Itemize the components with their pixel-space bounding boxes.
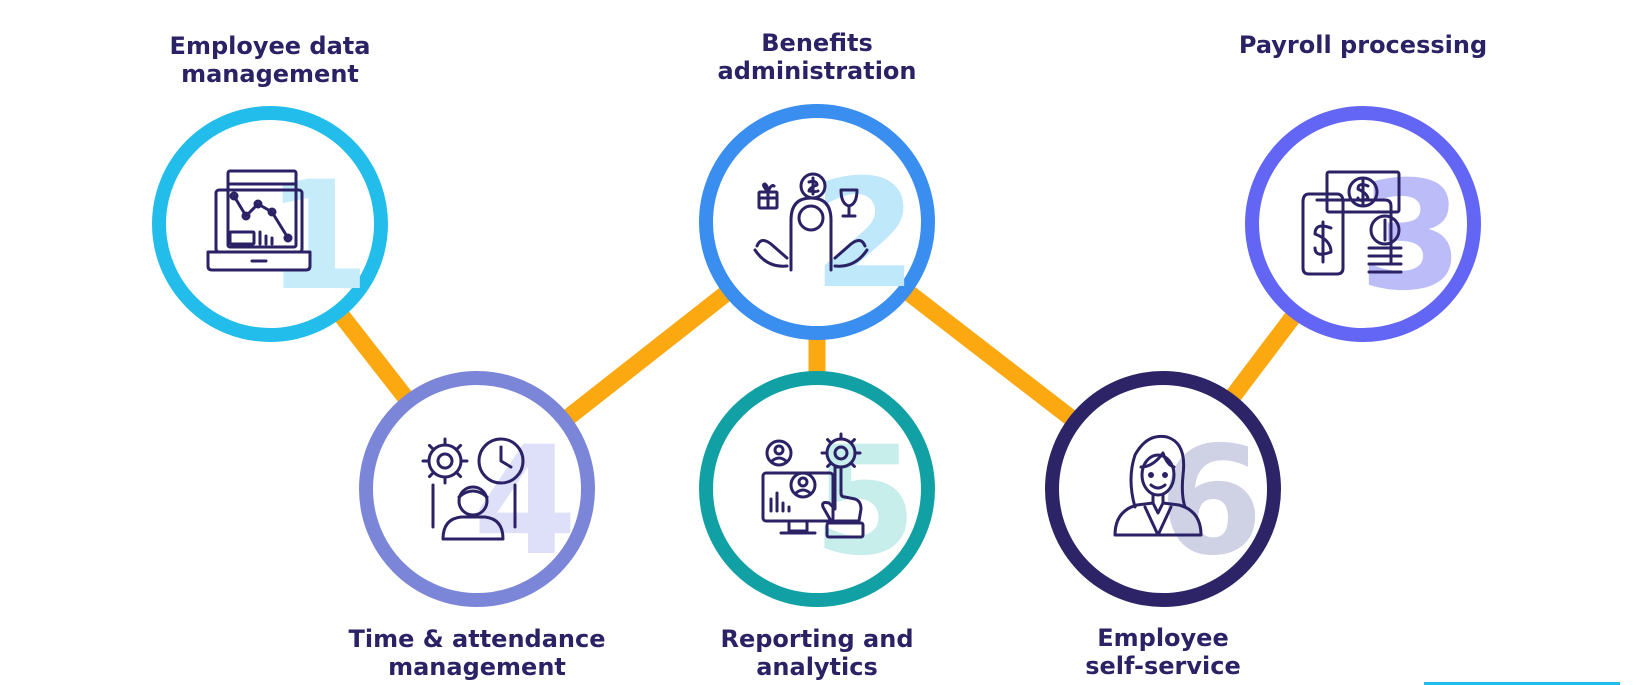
step-6-ring <box>1045 371 1281 607</box>
step-3-node: 3 <box>1245 106 1481 342</box>
step-2-number: 2 <box>813 148 917 322</box>
step-4-node: 4 <box>359 371 595 607</box>
step-6-node: 6 <box>1045 371 1281 607</box>
step-5-label-line: Reporting and <box>720 625 914 653</box>
step-3-ring <box>1245 106 1481 342</box>
step-1-label-line: Employee data <box>169 32 371 60</box>
step-4-label-line: Time & attendance <box>348 625 606 653</box>
step-1-ring <box>152 106 388 342</box>
step-2-label-line: Benefits <box>761 29 873 57</box>
laptop-analytics-icon <box>206 169 312 272</box>
payroll-money-icon <box>1301 170 1403 276</box>
step-2-ring <box>699 104 935 340</box>
benefits-person-icon <box>753 172 869 272</box>
step-1-node: 1 <box>152 106 388 342</box>
step-4-number: 4 <box>473 415 577 589</box>
step-5-label-line: analytics <box>756 653 878 681</box>
step-3-number: 3 <box>1359 150 1463 324</box>
step-3-label-line: Payroll processing <box>1238 31 1488 59</box>
step-2-node: 2 <box>699 104 935 340</box>
step-2-label-line: administration <box>717 57 917 85</box>
step-6-label-line: self-service <box>1085 652 1241 680</box>
step-3-label: Payroll processing <box>1239 31 1487 59</box>
time-attendance-icon <box>421 437 525 541</box>
step-5-ring <box>699 371 935 607</box>
step-6-label-line: Employee <box>1097 624 1229 652</box>
step-4-label-line: management <box>388 653 566 681</box>
employee-woman-icon <box>1113 434 1203 537</box>
step-1-label-line: management <box>181 60 359 88</box>
bottom-right-accent <box>1424 682 1620 685</box>
step-1-number: 1 <box>266 150 370 324</box>
step-5-node: 5 <box>699 371 935 607</box>
reporting-analytics-icon <box>761 432 865 539</box>
